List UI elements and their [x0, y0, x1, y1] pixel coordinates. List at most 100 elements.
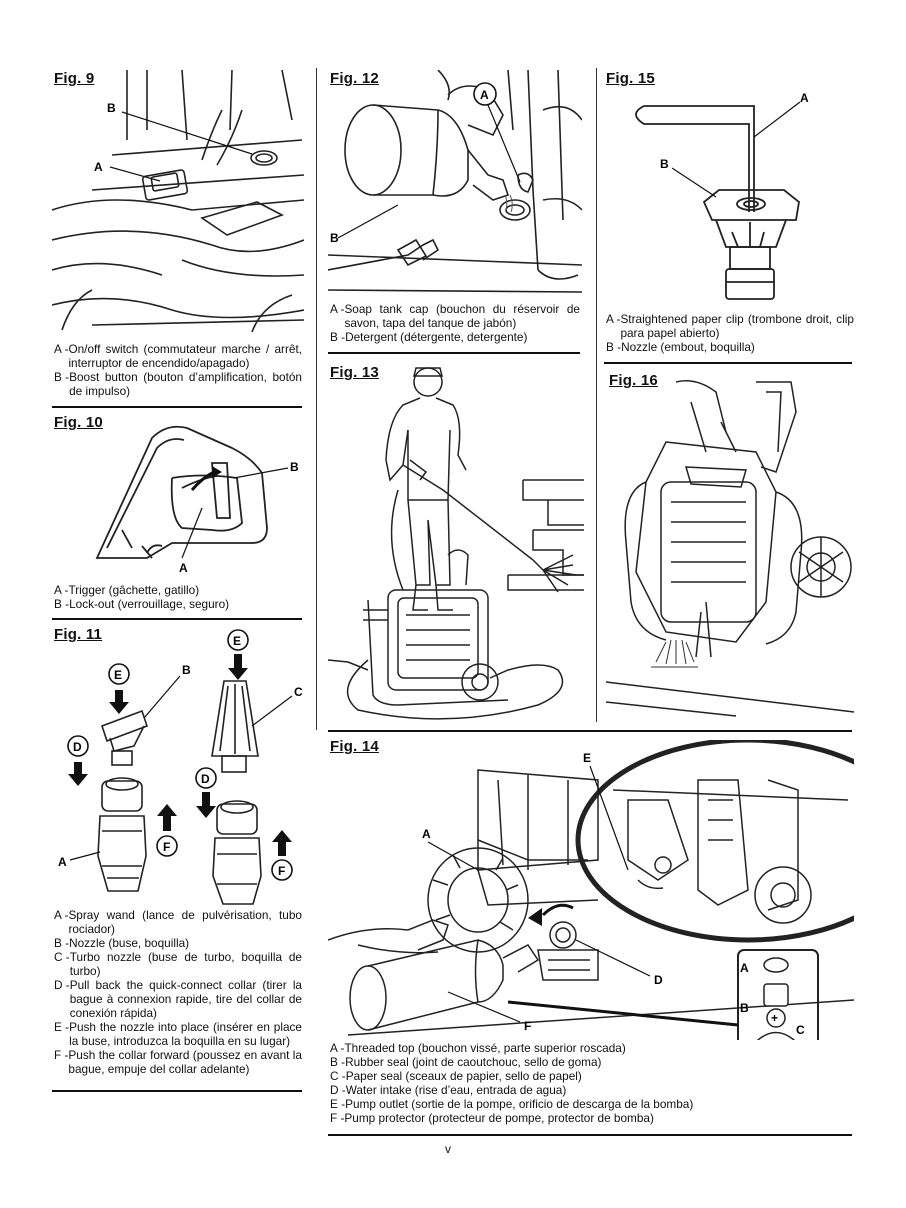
fig10-drawing: A B [95, 425, 299, 575]
legend-key: E - [330, 1097, 346, 1111]
fig14-callout-a: A [422, 827, 431, 841]
legend-text: Pump outlet (sortie de la pompe, orifici… [345, 1097, 694, 1111]
fig13-drawing [328, 367, 584, 720]
fig11-drawing: E D F E D F B C A [58, 629, 303, 905]
fig14-callout-cap-a: A [740, 961, 749, 975]
legend-key: A - [54, 342, 69, 356]
rule-fig10-bottom [52, 618, 302, 620]
legend-key: C - [330, 1069, 346, 1083]
fig15-legend-item: B - Nozzle (embout, boquilla) [606, 340, 854, 354]
fig11-circle-e-2: E [233, 634, 241, 648]
fig11-circle-f-1: F [163, 840, 170, 854]
fig9-illustration: A B [52, 70, 304, 332]
fig13-title: Fig. 13 [330, 364, 379, 381]
fig11-legend-item: C - Turbo nozzle (buse de turbo, boquill… [54, 950, 302, 978]
fig14-legend-item: E - Pump outlet (sortie de la pompe, ori… [330, 1097, 850, 1111]
fig9-callout-a: A [94, 160, 103, 174]
fig15-drawing: A B [635, 91, 809, 300]
fig10-legend: A - Trigger (gâchette, gatillo) B - Lock… [54, 583, 302, 611]
fig15-callout-a: A [800, 91, 809, 105]
fig11-callout-c: C [294, 685, 303, 699]
fig15-title: Fig. 15 [606, 70, 655, 87]
legend-text: Nozzle (buse, boquilla) [69, 936, 190, 950]
legend-text: On/off switch (commutateur marche / arrê… [68, 342, 302, 370]
legend-key: B - [54, 370, 70, 384]
legend-key: A - [606, 312, 621, 326]
fig16-illustration [606, 372, 854, 724]
legend-key: E - [54, 1020, 70, 1034]
fig16-title: Fig. 16 [609, 372, 658, 389]
fig11-illustration: E D F E D F B C A [52, 626, 304, 906]
rule-fig12-bottom [328, 352, 580, 354]
legend-key: B - [606, 340, 622, 354]
fig11-legend-item: A - Spray wand (lance de pulvérisation, … [54, 908, 302, 936]
fig14-callout-f: F [524, 1019, 531, 1033]
legend-text: Threaded top (bouchon vissé, parte super… [344, 1041, 626, 1055]
fig12-callout-a: A [480, 88, 489, 102]
fig14-legend-item: A - Threaded top (bouchon vissé, parte s… [330, 1041, 850, 1055]
fig9-callout-b: B [107, 101, 116, 115]
legend-text: Push the collar forward (poussez en avan… [68, 1048, 302, 1076]
fig14-callout-d: D [654, 973, 663, 987]
fig10-title: Fig. 10 [54, 414, 103, 431]
legend-text: Straightened paper clip (trombone droit,… [620, 312, 854, 340]
legend-key: A - [330, 302, 345, 316]
fig14-callout-cap-c: C [796, 1023, 805, 1037]
legend-text: Nozzle (embout, boquilla) [621, 340, 755, 354]
column-divider-right [596, 68, 597, 722]
rule-fig9-bottom [52, 406, 302, 408]
legend-text: Rubber seal (joint de caoutchouc, sello … [345, 1055, 602, 1069]
legend-key: B - [54, 936, 70, 950]
fig14-drawing: + A D E F A B C [328, 740, 854, 1040]
fig15-legend: A - Straightened paper clip (trombone dr… [606, 312, 854, 354]
fig11-legend-item: B - Nozzle (buse, boquilla) [54, 936, 302, 950]
fig12-legend-item: A - Soap tank cap (bouchon du réservoir … [330, 302, 580, 330]
fig14-legend-item: F - Pump protector (protecteur de pompe,… [330, 1111, 850, 1125]
legend-key: D - [54, 978, 70, 992]
fig16-drawing [606, 380, 854, 717]
legend-text: Trigger (gâchette, gatillo) [68, 583, 200, 597]
rule-fig15-bottom [604, 362, 852, 364]
fig13-illustration [328, 360, 584, 728]
fig12-callout-b: B [330, 231, 339, 245]
fig15-legend-item: A - Straightened paper clip (trombone dr… [606, 312, 854, 340]
fig12-legend-item: B - Detergent (détergente, detergente) [330, 330, 580, 344]
fig11-legend-item: F - Push the collar forward (poussez en … [54, 1048, 302, 1076]
legend-text: Detergent (détergente, detergente) [345, 330, 528, 344]
fig10-callout-b: B [290, 460, 299, 474]
legend-text: Push the nozzle into place (insérer en p… [69, 1020, 302, 1048]
fig12-title: Fig. 12 [330, 70, 379, 87]
fig9-legend-item: A - On/off switch (commutateur marche / … [54, 342, 302, 370]
fig11-circle-e-1: E [114, 668, 122, 682]
fig12-illustration: A B [328, 70, 582, 296]
fig10-callout-a: A [179, 561, 188, 575]
legend-key: A - [54, 908, 69, 922]
legend-key: B - [330, 330, 346, 344]
legend-key: F - [330, 1111, 345, 1125]
page-number: v [445, 1142, 451, 1156]
fig9-legend: A - On/off switch (commutateur marche / … [54, 342, 302, 398]
fig11-circle-d-1: D [73, 740, 82, 754]
fig9-title: Fig. 9 [54, 70, 95, 87]
fig15-illustration: A B [604, 72, 854, 310]
legend-key: A - [330, 1041, 345, 1055]
legend-text: Spray wand (lance de pulvérisation, tubo… [68, 908, 302, 936]
fig12-legend: A - Soap tank cap (bouchon du réservoir … [330, 302, 580, 344]
fig14-callout-cap-b: B [740, 1001, 749, 1015]
fig9-drawing: A B [52, 70, 304, 332]
legend-text: Pump protector (protecteur de pompe, pro… [344, 1111, 654, 1125]
legend-key: B - [54, 597, 70, 611]
fig9-legend-item: B - Boost button (bouton d’amplification… [54, 370, 302, 398]
column-divider-left [316, 68, 317, 730]
rule-fig13-bottom [328, 730, 852, 732]
legend-key: F - [54, 1048, 69, 1062]
rule-fig14-bottom [328, 1134, 852, 1136]
fig14-legend-item: C - Paper seal (sceaux de papier, sello … [330, 1069, 850, 1083]
legend-key: D - [330, 1083, 346, 1097]
fig14-title: Fig. 14 [330, 738, 379, 755]
fig11-circle-d-2: D [201, 772, 210, 786]
legend-key: C - [54, 950, 70, 964]
fig10-legend-item: B - Lock-out (verrouillage, seguro) [54, 597, 302, 611]
fig14-callout-e: E [583, 751, 591, 765]
fig14-illustration: + A D E F A B C [328, 740, 854, 1040]
